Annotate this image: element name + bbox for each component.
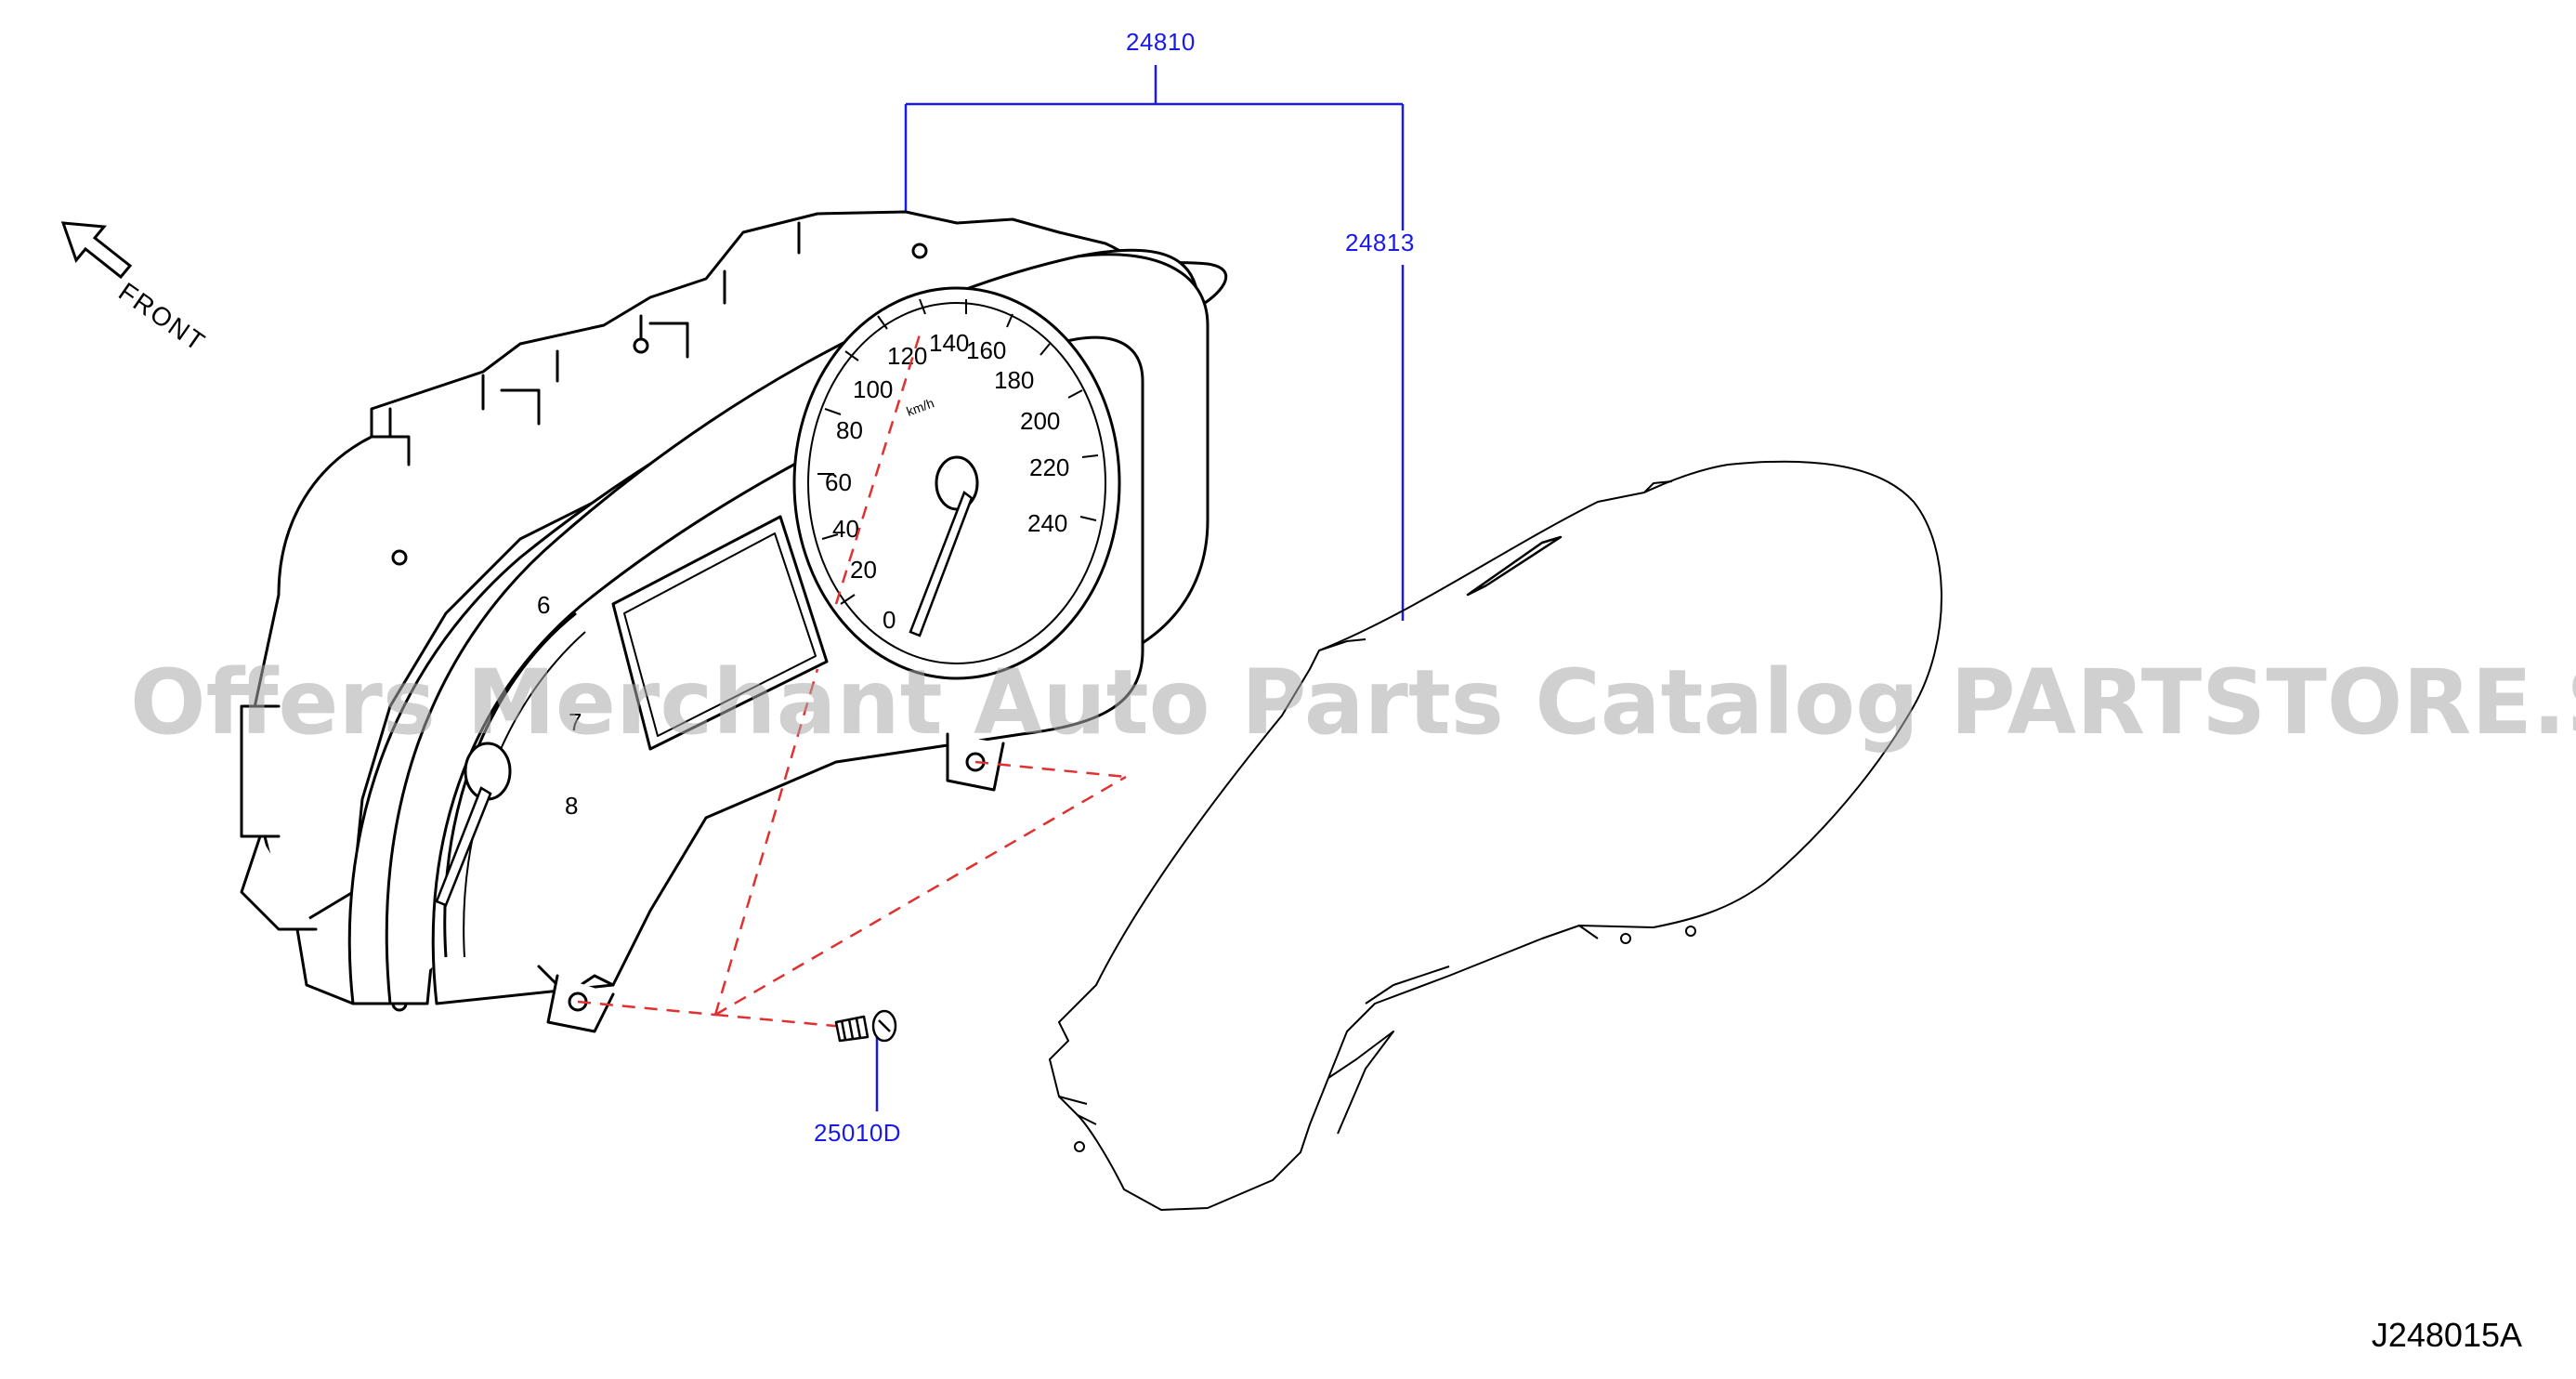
callout-24813: 24813: [1345, 229, 1415, 256]
cluster-lens: [1049, 460, 1942, 1211]
tachometer-dial: 6 7 8: [435, 591, 586, 958]
callout-24810: 24810: [1126, 28, 1196, 56]
rear-housing: [249, 210, 1148, 922]
installation-guide-lines: [577, 334, 1127, 1030]
speedo-num-240: 240: [1027, 509, 1067, 537]
tacho-num-6: 6: [537, 591, 550, 619]
speedometer-dial: 0 20 40 60 80 100 120 140 160 180 200 22…: [792, 286, 1121, 680]
speedo-num-80: 80: [836, 416, 863, 444]
speedo-num-220: 220: [1029, 453, 1069, 481]
speedo-num-200: 200: [1020, 407, 1060, 435]
info-display-screen: [611, 515, 829, 751]
speedo-num-100: 100: [853, 375, 893, 403]
callout-25010D: 25010D: [814, 1119, 902, 1147]
speedo-num-0: 0: [883, 606, 896, 634]
front-arrow-icon: [60, 221, 133, 280]
screw-part: [834, 1009, 897, 1043]
callout-leaders: [875, 65, 1405, 1111]
diagram-code: J248015A: [2371, 1316, 2522, 1354]
tacho-num-7: 7: [569, 708, 582, 736]
speedo-num-120: 120: [887, 342, 927, 370]
speedo-num-40: 40: [832, 515, 859, 543]
tacho-num-8: 8: [565, 792, 578, 820]
speedo-num-20: 20: [850, 556, 877, 584]
speedo-num-140: 140: [929, 329, 969, 357]
speedo-num-180: 180: [994, 366, 1034, 394]
speedo-num-60: 60: [825, 468, 852, 496]
speedo-num-160: 160: [966, 336, 1006, 364]
